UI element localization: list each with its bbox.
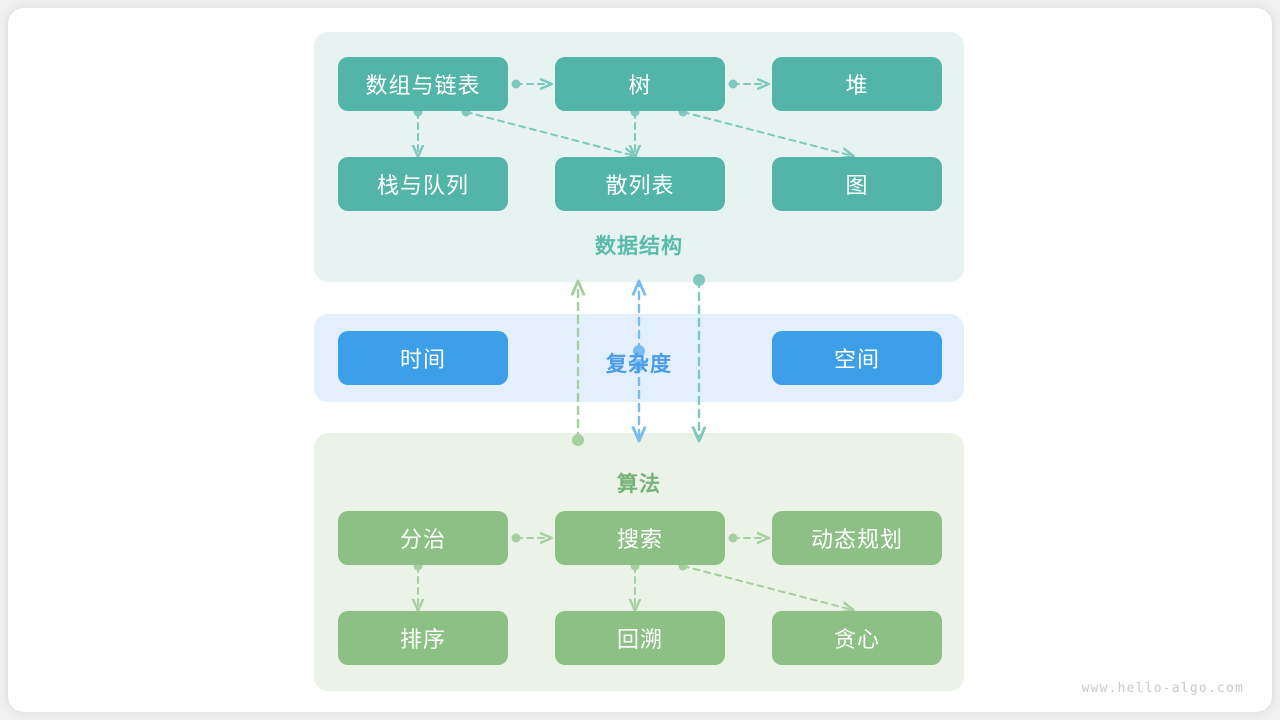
node-greedy[interactable]: 贪心 (772, 611, 942, 665)
node-hash-table[interactable]: 散列表 (555, 157, 725, 211)
diagram-card: 数组与链表 树 堆 栈与队列 散列表 图 数据结构 时间 空间 复杂度 算法 分… (8, 8, 1272, 712)
node-dynamic-programming[interactable]: 动态规划 (772, 511, 942, 565)
panel-title-data-structure: 数据结构 (595, 235, 683, 258)
node-tree[interactable]: 树 (555, 57, 725, 111)
node-array-linkedlist[interactable]: 数组与链表 (338, 57, 508, 111)
node-graph[interactable]: 图 (772, 157, 942, 211)
node-sorting[interactable]: 排序 (338, 611, 508, 665)
node-space[interactable]: 空间 (772, 331, 942, 385)
node-backtracking[interactable]: 回溯 (555, 611, 725, 665)
watermark-url: www.hello-algo.com (1081, 681, 1244, 696)
node-time[interactable]: 时间 (338, 331, 508, 385)
node-stack-queue[interactable]: 栈与队列 (338, 157, 508, 211)
panel-title-complexity: 复杂度 (606, 353, 672, 376)
node-heap[interactable]: 堆 (772, 57, 942, 111)
node-divide-conquer[interactable]: 分治 (338, 511, 508, 565)
node-search[interactable]: 搜索 (555, 511, 725, 565)
panel-title-algorithm: 算法 (617, 473, 661, 496)
